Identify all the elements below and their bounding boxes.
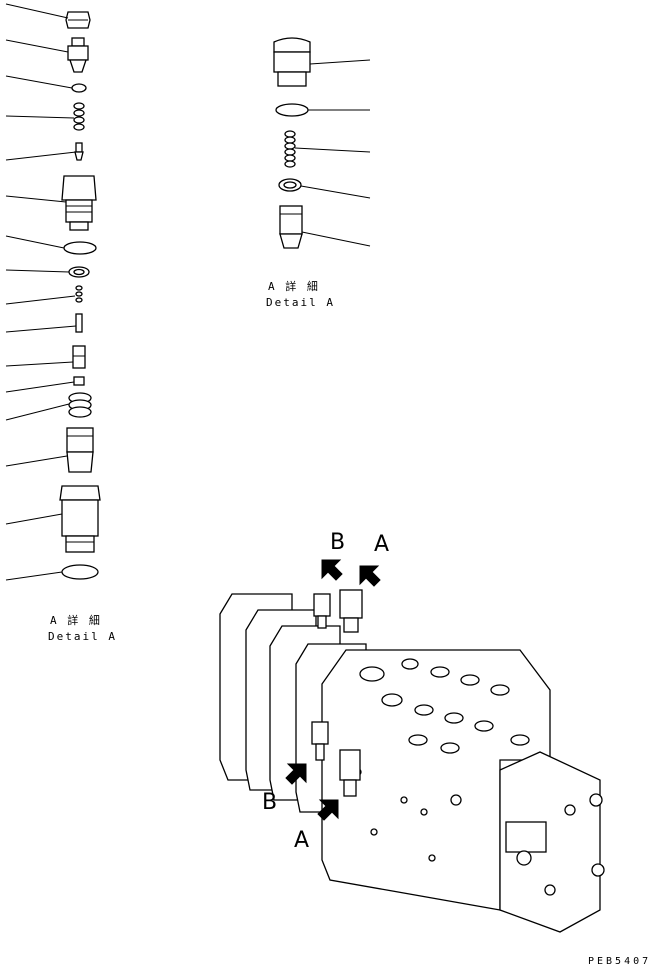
part-cap [273, 37, 371, 87]
part-plug [5, 37, 89, 73]
part-nut [5, 3, 91, 29]
part-spring-2 [5, 285, 83, 305]
left-exploded-column [5, 3, 101, 581]
left-detail-title-jp: A 詳 細 [50, 614, 102, 627]
part-spring-4 [284, 130, 371, 168]
arrow-a-bottom [317, 799, 339, 821]
part-spring-3 [5, 392, 92, 421]
callout-b-top: B [330, 530, 346, 555]
part-oring-1 [5, 235, 97, 255]
right-detail-title-jp: A 詳 細 [268, 280, 320, 293]
part-spring-1 [5, 102, 85, 131]
right-detail-title-en: Detail A [266, 296, 335, 309]
part-oring-2 [5, 564, 99, 581]
part-spool [279, 205, 371, 249]
part-body-upper [5, 175, 97, 231]
figure-code: PEB5407 [588, 956, 652, 967]
arrow-b-bottom [285, 763, 307, 785]
callout-b-bottom: B [262, 790, 278, 815]
valve-assembly [219, 559, 605, 933]
arrow-b-top [321, 559, 343, 581]
part-seal-small [5, 376, 85, 393]
part-washer [278, 178, 371, 199]
part-oring-3 [275, 103, 370, 117]
callout-a-bottom: A [294, 828, 310, 853]
part-body-lower [5, 485, 101, 553]
part-backup-ring [5, 266, 90, 278]
part-poppet [5, 142, 84, 161]
callout-a-top: A [374, 532, 390, 557]
arrow-a-top [359, 565, 381, 587]
part-pin [5, 313, 83, 333]
part-piston [5, 427, 94, 473]
left-detail-title-en: Detail A [48, 630, 117, 643]
right-exploded-column [273, 37, 371, 249]
part-ring-small [5, 75, 87, 93]
part-sleeve [5, 345, 86, 369]
